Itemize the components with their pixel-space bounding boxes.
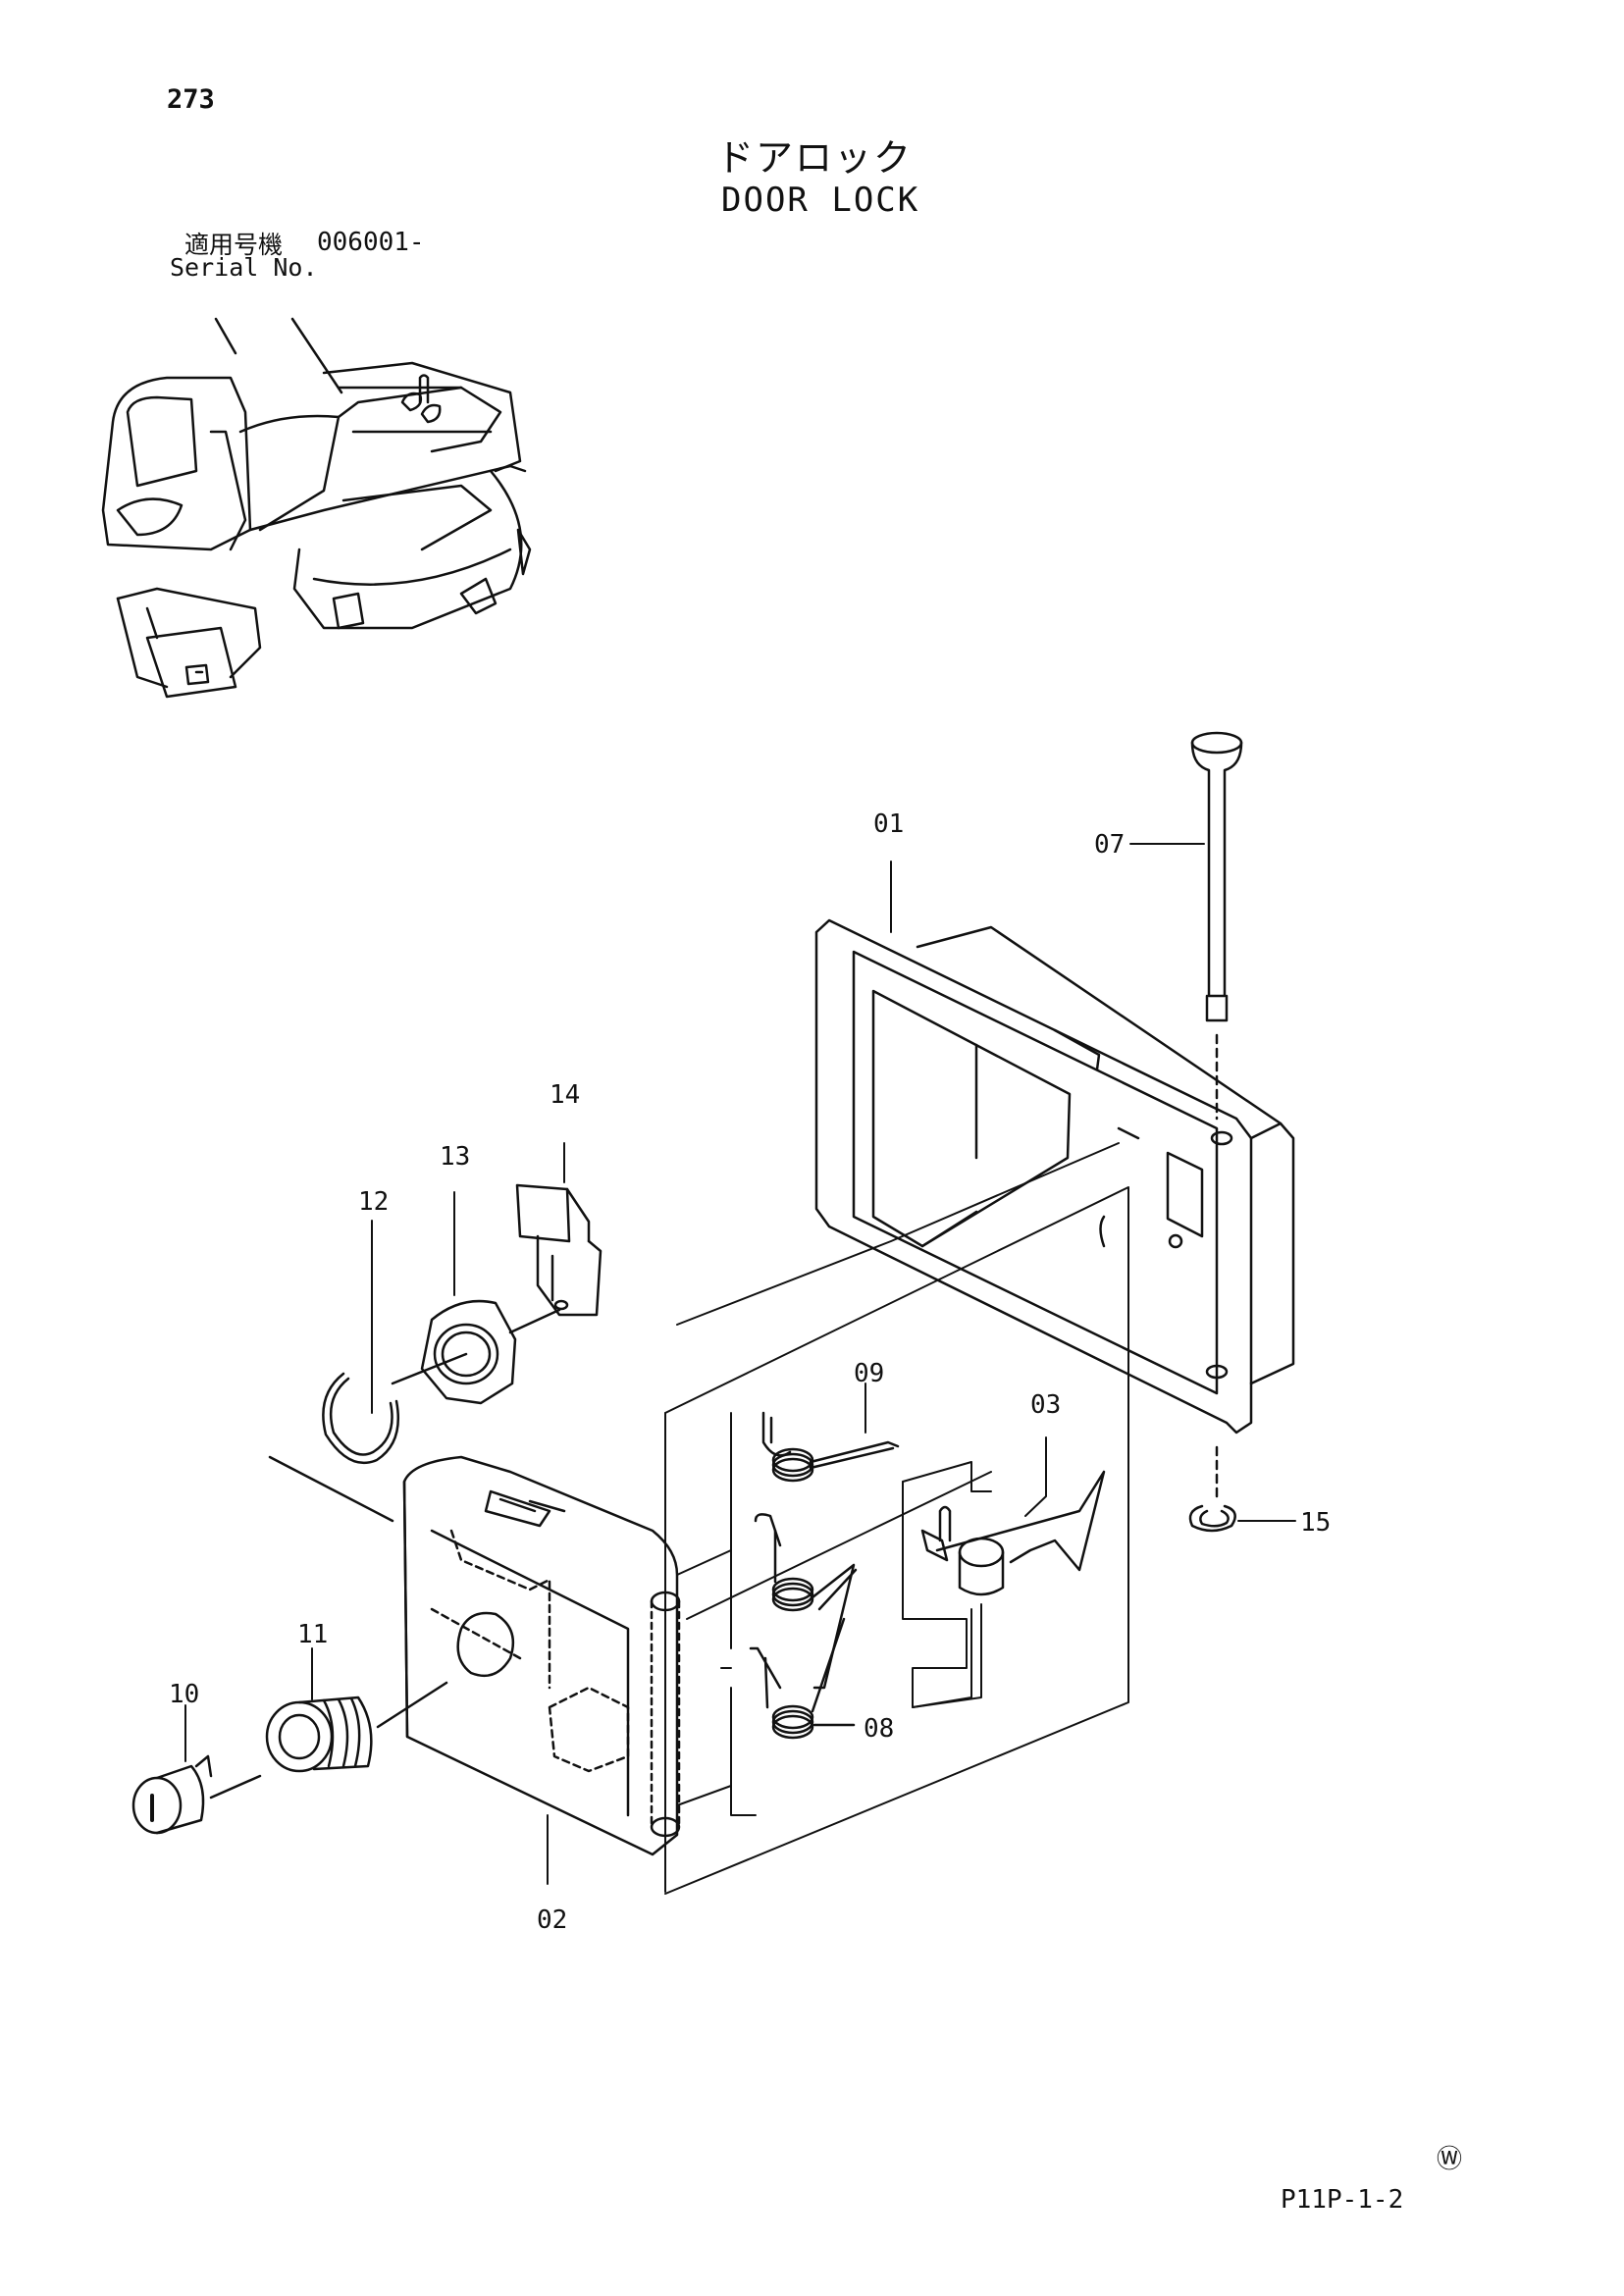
part-03-lever: [920, 1436, 1106, 1596]
page-number: 273: [167, 84, 215, 115]
callout-02: 02: [537, 1905, 567, 1935]
callout-09: 09: [854, 1359, 884, 1388]
part-14-plate: [508, 1142, 602, 1334]
serial-label-english: Serial No.: [170, 253, 318, 282]
callout-08: 08: [864, 1714, 894, 1744]
part-11-cylinder: [265, 1647, 448, 1773]
w-mark-symbol: Ⓦ: [1437, 2145, 1463, 2174]
part-09-08-springs: [749, 1383, 900, 1740]
callout-11: 11: [297, 1620, 328, 1649]
title-english: DOOR LOCK: [721, 181, 920, 220]
part-01-handle-frame: [814, 861, 1295, 1435]
part-10-key-cylinder: [131, 1704, 262, 1835]
part-13-nut: [391, 1191, 517, 1405]
part-02-housing: [402, 1455, 681, 1885]
callout-03: 03: [1030, 1390, 1061, 1420]
callout-07: 07: [1094, 830, 1125, 860]
serial-number: 006001-: [317, 228, 425, 257]
callout-15: 15: [1300, 1508, 1331, 1538]
callout-10: 10: [169, 1680, 199, 1709]
callout-01: 01: [873, 809, 904, 839]
part-12-retaining-ring: [268, 1220, 400, 1523]
serial-label-japanese: 適用号機: [184, 231, 284, 259]
callout-labels: 01 02 03 07 08 09 10 11 12 13 14 15: [169, 809, 1331, 1935]
title-japanese: ドアロック: [716, 136, 914, 180]
callout-14: 14: [550, 1080, 580, 1110]
figure-code: P11P-1-2: [1281, 2185, 1404, 2215]
part-07-pin: [1129, 731, 1243, 1121]
callout-13: 13: [440, 1142, 470, 1172]
assembly-guide-lines: [664, 1142, 1129, 1895]
part-15-snap-ring: [1188, 1445, 1296, 1533]
callout-12: 12: [358, 1187, 389, 1217]
excavator-locator-illustration: [101, 317, 532, 699]
